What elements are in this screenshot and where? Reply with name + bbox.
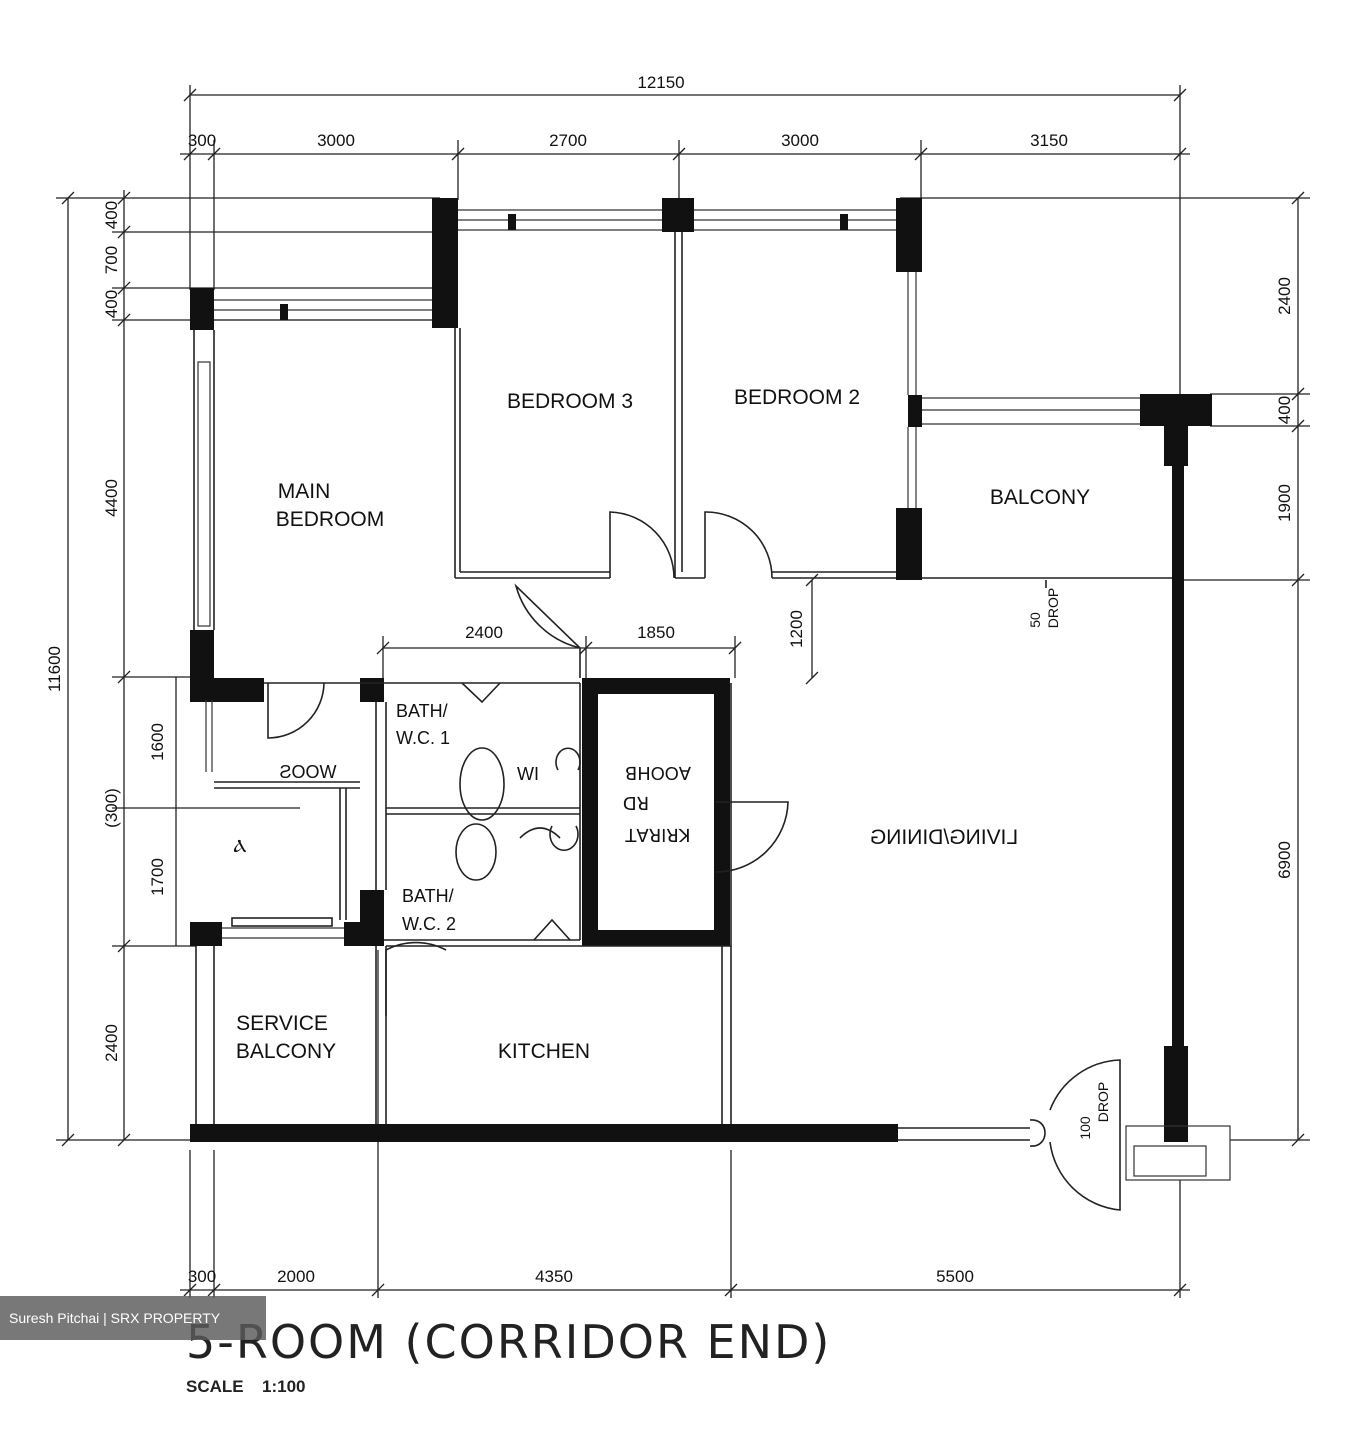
dim-top-3: 3000	[781, 131, 819, 150]
top-dimensions: 12150 300 3000 2700 3000 3150	[180, 73, 1190, 400]
dim-left-6: 2400	[102, 1024, 121, 1062]
dim-top-2: 2700	[549, 131, 587, 150]
plan-title: 5-ROOM (CORRIDOR END)	[186, 1315, 831, 1369]
label-kitchen: KITCHEN	[498, 1040, 590, 1063]
label-household-shelter-2: ꓷꓤ	[623, 794, 649, 814]
label-utility: Ⲁ	[234, 836, 247, 856]
dim-left-4: 1600	[148, 723, 167, 761]
dim-left-0: 400	[102, 201, 121, 229]
dim-top-0: 300	[188, 131, 216, 150]
dim-right-1: 400	[1275, 396, 1294, 424]
note-drop-100-value: 100	[1077, 1116, 1093, 1140]
dim-left-total: 11600	[45, 646, 64, 692]
dim-left-5: 1700	[148, 858, 167, 896]
agent-watermark: Suresh Pitchai | SRX PROPERTY	[0, 1296, 266, 1340]
label-bath-2-b: W.C. 2	[402, 914, 456, 934]
room-labels: MAIN BEDROOM BEDROOM 3 BEDROOM 2 BALCONY…	[234, 386, 1091, 1063]
dim-left-partial: (300)	[102, 788, 121, 828]
label-service-balcony-2: BALCONY	[236, 1040, 336, 1063]
dim-bottom-3: 5500	[936, 1267, 974, 1286]
note-drop-50-word: DROP	[1045, 588, 1061, 628]
label-store: ƧOOW	[280, 762, 337, 782]
dim-inner-1850: 1850	[637, 623, 675, 642]
walls	[190, 198, 1231, 1181]
dim-top-4: 3150	[1030, 131, 1068, 150]
dim-right-2: 1900	[1275, 484, 1294, 522]
dim-right-0: 2400	[1275, 277, 1294, 315]
label-service-balcony-1: SERVICE	[236, 1012, 328, 1035]
dim-inner-2400: 2400	[465, 623, 503, 642]
dim-top-total: 12150	[637, 73, 684, 92]
label-bath-2-a: BATH/	[402, 886, 454, 906]
label-bedroom-2: BEDROOM 2	[734, 386, 860, 409]
label-household-shelter-1: ꓭꓧOOꓯ	[625, 764, 692, 784]
fixtures	[205, 700, 581, 927]
dim-bottom-1: 2000	[277, 1267, 315, 1286]
dim-left-3: 4400	[102, 479, 121, 517]
label-balcony: BALCONY	[990, 486, 1090, 509]
label-bath-1-a: BATH/	[396, 701, 448, 721]
dim-left-2: 400	[102, 290, 121, 318]
label-main-bedroom-2: BEDROOM	[276, 508, 385, 531]
inner-dimensions: 2400 1850 1200	[376, 573, 819, 685]
left-dimensions: 11600 400 700 400 4400 1600 (300) 1700 2…	[45, 190, 440, 1147]
dim-bottom-0: 300	[188, 1267, 216, 1286]
label-bedroom-3: BEDROOM 3	[507, 390, 633, 413]
scale-label: SCALE	[186, 1377, 244, 1396]
dim-left-1: 700	[102, 246, 121, 274]
label-household-shelter-3: ꓕꓯꓤIꓤꓘ	[624, 826, 690, 846]
dim-right-3: 6900	[1275, 841, 1294, 879]
dim-top-1: 3000	[317, 131, 355, 150]
right-dimensions: 2400 400 1900 6900	[900, 191, 1310, 1147]
doors	[267, 511, 1121, 1211]
scale-value: 1:100	[262, 1377, 305, 1396]
label-wc: WI	[517, 764, 539, 784]
dim-inner-1200: 1200	[787, 610, 806, 648]
label-main-bedroom-1: MAIN	[278, 480, 331, 503]
note-drop-100-word: DROP	[1095, 1082, 1111, 1122]
dim-bottom-2: 4350	[535, 1267, 573, 1286]
label-bath-1-b: W.C. 1	[396, 728, 450, 748]
note-drop-50-value: 50	[1027, 612, 1043, 628]
level-notes: 50 DROP 100 DROP	[1027, 580, 1111, 1140]
label-living-dining: LIVING/DINING	[870, 826, 1018, 849]
